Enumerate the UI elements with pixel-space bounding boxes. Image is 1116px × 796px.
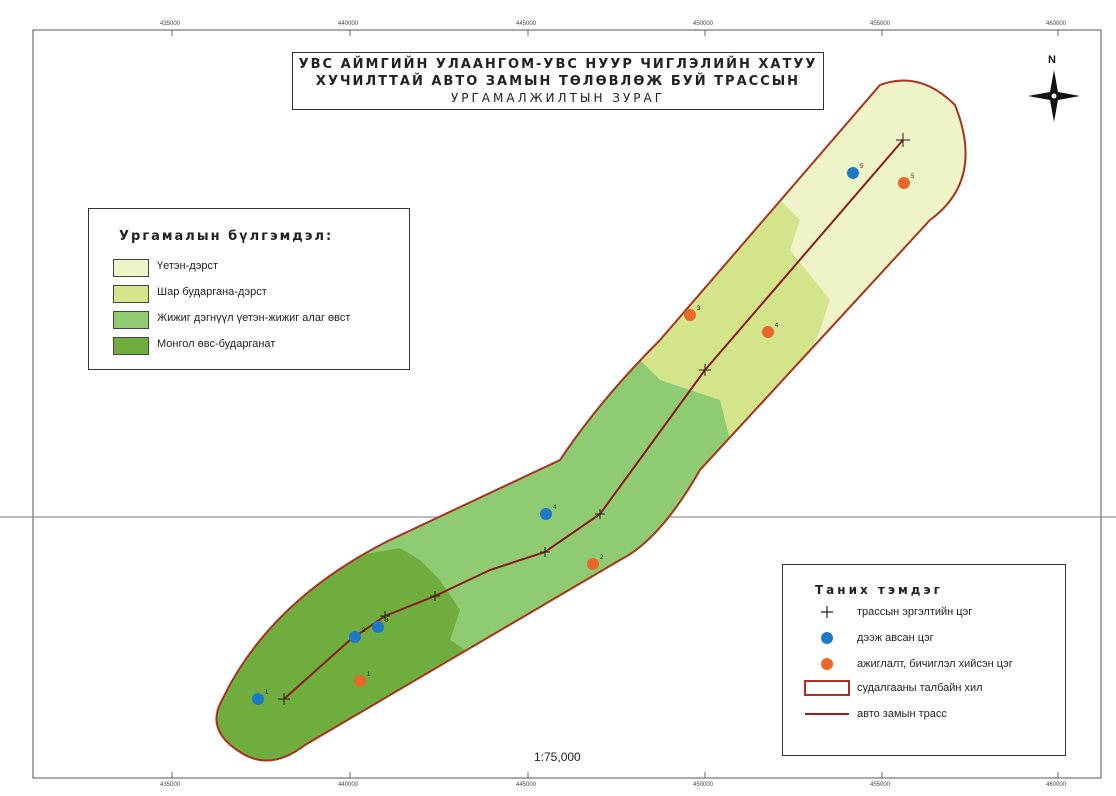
key-label: дээж авсан цэг	[857, 632, 934, 644]
point-label: 1	[265, 690, 269, 696]
north-arrow-icon	[1028, 70, 1080, 122]
key-label: судалгааны талбайн хил	[857, 682, 983, 694]
turning-point-cross	[540, 547, 550, 557]
x-tick-label: 445000	[516, 782, 537, 788]
map-title-line-1: УВС АЙМГИЙН УЛААНГОМ-УВС НУУР ЧИГЛЭЛИЙН …	[298, 57, 818, 72]
map-frame	[32, 29, 1102, 779]
orange-dot-icon	[821, 658, 833, 670]
turning-point-cross	[896, 133, 910, 147]
turning-point-cross	[278, 693, 290, 705]
sample-point	[372, 621, 384, 633]
map-title-box: УВС АЙМГИЙН УЛААНГОМ-УВС НУУР ЧИГЛЭЛИЙН …	[292, 52, 824, 110]
legend-swatch	[113, 259, 149, 277]
map-title-line-3: УРГАМАЛЖИЛТЫН ЗУРАГ	[450, 91, 666, 105]
point-label: 5	[911, 174, 915, 180]
observation-point	[354, 675, 366, 687]
observation-point	[684, 309, 696, 321]
key-label: ажиглалт, бичиглэл хийсэн цэг	[857, 658, 1013, 670]
legend-label: Үетэн-дэрст	[157, 260, 219, 272]
point-label: 3	[385, 618, 389, 624]
x-tick-label: 440000	[338, 21, 359, 27]
cross-icon	[821, 606, 833, 618]
blue-dot-icon	[821, 632, 833, 644]
legend-label: Монгол өвс-бударганат	[157, 338, 276, 350]
frame-ticks	[171, 30, 1059, 778]
point-label: 2	[362, 628, 366, 634]
point-label: 1	[367, 672, 371, 678]
map-title-line-2: ХУЧИЛТТАЙ АВТО ЗАМЫН ТӨЛӨВЛӨЖ БУЙ ТРАССЫ…	[315, 74, 801, 89]
vegetation-legend-title: Ургамалын бүлгэмдэл:	[119, 229, 334, 244]
x-tick-label: 460000	[1046, 21, 1067, 27]
legend-label: Шар бударгана-дэрст	[157, 286, 267, 298]
sample-point	[540, 508, 552, 520]
road-route	[283, 139, 904, 700]
point-label: 4	[553, 505, 557, 511]
sample-point	[847, 167, 859, 179]
area-boundary-icon	[804, 680, 850, 696]
x-tick-label: 455000	[870, 782, 891, 788]
turning-point-cross	[699, 364, 711, 376]
key-label: трассын эргэлтийн цэг	[857, 606, 973, 618]
legend-swatch	[113, 311, 149, 329]
turning-point-cross	[595, 509, 605, 519]
point-label: 2	[600, 555, 604, 561]
turning-point-cross	[380, 611, 390, 621]
sample-point	[252, 693, 264, 705]
key-label: авто замын трасс	[857, 708, 947, 720]
x-tick-label: 450000	[693, 21, 714, 27]
x-tick-label: 435000	[160, 782, 181, 788]
x-tick-label: 435000	[160, 21, 181, 27]
vegetation-legend: Ургамалын бүлгэмдэл: Үетэн-дэрст Шар буд…	[88, 208, 410, 370]
scale-label: 1:75,000	[534, 750, 581, 764]
symbol-key-title: Таних тэмдэг	[815, 583, 943, 597]
observation-point	[762, 326, 774, 338]
x-tick-label: 460000	[1046, 782, 1067, 788]
observation-point	[587, 558, 599, 570]
north-label: N	[1048, 54, 1056, 66]
legend-label: Жижиг дэгнүүл үетэн-жижиг алаг өвст	[157, 312, 351, 324]
sample-point	[349, 631, 361, 643]
sample-points: 1 2 3 4 5 1 2 3 4 5	[252, 164, 915, 705]
x-tick-label: 440000	[338, 782, 359, 788]
x-tick-label: 455000	[870, 21, 891, 27]
turning-points	[278, 133, 910, 705]
legend-swatch	[113, 337, 149, 355]
legend-swatch	[113, 285, 149, 303]
x-tick-label: 450000	[693, 782, 714, 788]
turning-point-cross	[430, 591, 440, 601]
point-label: 3	[697, 306, 701, 312]
study-area-boundary	[215, 79, 967, 762]
observation-point	[898, 177, 910, 189]
x-tick-label: 445000	[516, 21, 537, 27]
point-label: 5	[860, 164, 864, 170]
point-label: 4	[775, 323, 779, 329]
road-line-icon	[805, 713, 849, 715]
symbol-key: Таних тэмдэг трассын эргэлтийн цэг дээж …	[782, 564, 1066, 756]
